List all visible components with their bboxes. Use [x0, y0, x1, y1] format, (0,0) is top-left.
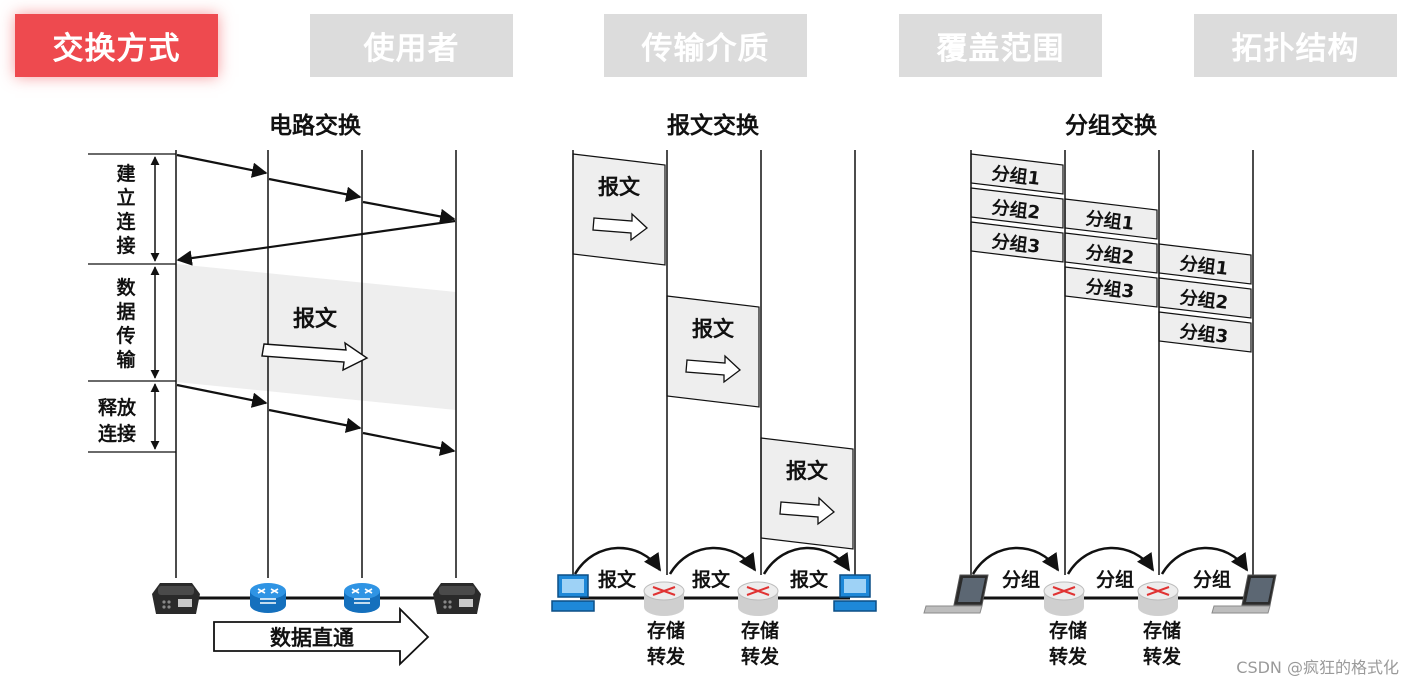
tab-coverage[interactable]: 覆盖范围: [899, 14, 1102, 77]
store-forward-label: 存储: [647, 619, 685, 642]
packet-hop-label-3: 分组: [1193, 568, 1231, 591]
circuit-message-arrow: [261, 341, 369, 372]
message-block-1: [572, 153, 666, 266]
message-label-1: 报文: [598, 175, 641, 199]
circuit-switch-icon: [250, 583, 286, 613]
setup-arrow-3: [362, 200, 456, 225]
svg-text:转发: 转发: [1143, 645, 1182, 668]
packet-switching-panel: 分组交换 分组1 分组2 分组3 分组1 分组2 分组3 分组1 分组2 分组3: [923, 112, 1277, 668]
svg-text:传: 传: [115, 324, 135, 347]
store-forward-label: 存储: [1143, 619, 1181, 642]
router-icon: [737, 581, 779, 616]
tab-bar: 交换方式 使用者 传输介质 覆盖范围 拓扑结构: [0, 0, 1413, 90]
laptop-icon: [1211, 574, 1277, 614]
circuit-title: 电路交换: [269, 112, 362, 139]
message-title: 报文交换: [667, 112, 760, 139]
message-label-3: 报文: [786, 459, 829, 483]
message-switching-panel: 报文交换 报文 报文 报文 报文 报文 报文: [551, 112, 877, 668]
setup-arrow-2: [268, 177, 362, 202]
packet-hop-label-1: 分组: [1002, 568, 1040, 591]
release-arrow-2: [268, 408, 362, 433]
telephone-icon: [433, 583, 481, 614]
svg-text:接: 接: [116, 235, 135, 257]
message-hop-label-1: 报文: [598, 568, 637, 591]
host-computer-icon: [551, 574, 595, 612]
host-computer-icon: [833, 574, 877, 612]
release-arrow-3: [362, 431, 456, 456]
message-block-3: [760, 437, 854, 550]
svg-text:转发: 转发: [741, 645, 780, 668]
svg-text:连接: 连接: [98, 422, 136, 445]
ack-arrow: [176, 219, 456, 266]
phase-setup-label: 建 立 连 接: [116, 162, 136, 257]
svg-text:连: 连: [116, 210, 136, 233]
svg-text:据: 据: [116, 300, 135, 323]
svg-text:立: 立: [116, 186, 135, 209]
svg-text:输: 输: [116, 348, 136, 371]
svg-text:建: 建: [116, 162, 135, 185]
router-icon: [643, 581, 685, 616]
setup-arrow-1: [176, 153, 268, 178]
direct-data-arrow: [213, 606, 430, 667]
tab-topology[interactable]: 拓扑结构: [1194, 14, 1397, 77]
message-block-2: [666, 295, 760, 408]
packet-hop-label-2: 分组: [1096, 568, 1134, 591]
svg-text:转发: 转发: [1049, 645, 1088, 668]
laptop-icon: [923, 574, 989, 614]
direct-data-label: 数据直通: [270, 626, 354, 650]
svg-text:释放: 释放: [98, 396, 137, 419]
circuit-message-label: 报文: [293, 306, 338, 332]
router-icon: [1137, 581, 1179, 616]
tab-switching-mode[interactable]: 交换方式: [15, 14, 218, 77]
message-hop-label-3: 报文: [790, 568, 829, 591]
svg-text:转发: 转发: [647, 645, 686, 668]
phase-data-label: 数 据 传 输: [115, 276, 136, 371]
release-arrow-1: [176, 383, 268, 408]
watermark: CSDN @疯狂的格式化: [1236, 658, 1399, 677]
svg-text:数: 数: [116, 276, 136, 299]
tab-medium[interactable]: 传输介质: [604, 14, 807, 77]
phase-release-label: 释放 连接: [98, 396, 137, 445]
router-icon: [1043, 581, 1085, 616]
packet-title: 分组交换: [1065, 112, 1158, 139]
circuit-switch-icon: [344, 583, 380, 613]
telephone-icon: [152, 583, 200, 614]
store-forward-label: 存储: [1049, 619, 1087, 642]
data-transfer-band: [176, 264, 456, 410]
store-forward-label: 存储: [741, 619, 779, 642]
circuit-switching-panel: 电路交换 建 立 连 接 数 据 传 输 释放 连: [88, 112, 481, 667]
tab-users[interactable]: 使用者: [310, 14, 513, 77]
message-hop-label-2: 报文: [692, 568, 731, 591]
message-label-2: 报文: [692, 317, 735, 341]
